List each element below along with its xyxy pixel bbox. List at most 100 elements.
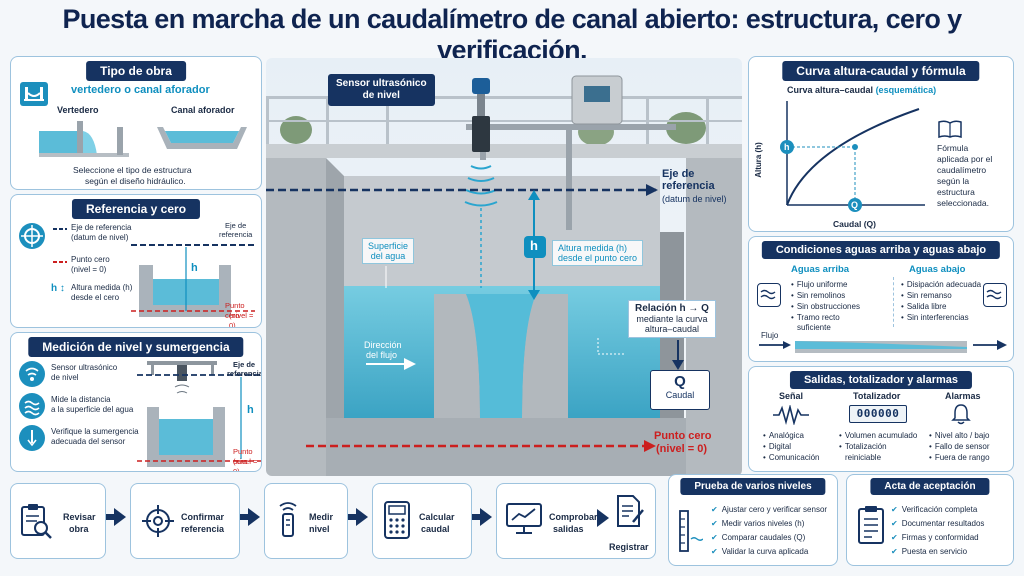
clipboard-search-icon <box>21 504 52 539</box>
alarm-1: Nivel alto / bajo <box>929 431 990 441</box>
step3-b: nivel <box>309 524 330 534</box>
acta-4: Puesta en servicio <box>891 547 967 557</box>
acta-2: Documentar resultados <box>891 519 984 529</box>
formula-6: seleccionada. <box>937 198 989 208</box>
acta-header: Acta de aceptación <box>870 478 990 495</box>
alarm-1-text: Nivel alto / bajo <box>929 431 990 440</box>
page-title: Puesta en marcha de un caudalímetro de c… <box>62 4 962 65</box>
step1-b: obra <box>69 524 89 534</box>
formula-1: Fórmula <box>937 143 969 153</box>
med-diag-eje-1: Eje de <box>233 360 256 369</box>
curva-panel: Curva altura-caudal y fórmula Curva altu… <box>748 56 1014 232</box>
curva-ylabel: Altura (h) <box>753 142 763 178</box>
medicion-diagram <box>137 361 261 467</box>
alarmas-label: Alarmas <box>945 391 981 401</box>
curva-q-marker: Q <box>851 200 859 210</box>
curva-h-marker: h <box>784 142 790 152</box>
h-badge-label: h <box>530 238 538 253</box>
eje-label-2: referencia <box>662 180 715 192</box>
step4-b: caudal <box>421 524 450 534</box>
abajo-1-text: Disipación adecuada <box>901 280 981 289</box>
med-diag-punto-1: Punto cero <box>233 447 253 466</box>
direccion-2: del flujo <box>366 350 398 360</box>
caudal-label: Caudal <box>665 390 695 400</box>
channel-scene <box>266 58 742 476</box>
senal-3: Comunicación <box>763 453 820 463</box>
ref-altura-1: Altura medida (h) <box>71 283 133 292</box>
crosshair-icon <box>142 505 174 537</box>
relacion-3: altura–caudal <box>644 324 699 334</box>
vertedero-illustration <box>39 121 129 157</box>
senal-2: Digital <box>763 442 791 452</box>
alarm-3: Fuera de rango <box>929 453 990 463</box>
med-item-1b: de nivel <box>51 373 79 382</box>
prueba-panel: Prueba de varios niveles Ajustar cero y … <box>668 474 838 566</box>
ref-altura-2: desde el cero <box>71 293 120 302</box>
salidas-panel: Salidas, totalizador y alarmas Señal Tot… <box>748 366 1014 472</box>
prueba-2-text: Medir varios niveles (h) <box>711 519 804 528</box>
submergence-icon <box>19 425 45 451</box>
abajo-2-text: Sin remanso <box>901 291 952 300</box>
ref-eje-2: (datum de nivel) <box>71 233 129 242</box>
step2-a: Confirmar <box>181 512 225 522</box>
arriba-2: Sin remolinos <box>791 291 845 301</box>
tot-1: Volumen acumulado <box>839 431 917 441</box>
med-item-3b: adecuada del sensor <box>51 437 126 446</box>
superficie-callout: Superficie del agua <box>362 238 415 264</box>
alarm-2-text: Fallo de sensor <box>929 442 990 451</box>
senal-3-text: Comunicación <box>763 453 820 462</box>
canal-illustration <box>157 127 247 149</box>
medicion-panel: Medición de nivel y sumergencia Sensor u… <box>10 332 262 472</box>
curva-header: Curva altura-caudal y fórmula <box>782 61 980 81</box>
abajo-4-text: Sin interferencias <box>901 313 969 322</box>
senal-label: Señal <box>779 391 804 401</box>
senal-1-text: Analógica <box>763 431 804 440</box>
aguas-arriba-label: Aguas arriba <box>791 264 850 275</box>
caudal-box: Q Caudal <box>650 370 710 410</box>
tot-2: Totalización <box>839 442 887 452</box>
step5-a: Comprobar <box>549 512 598 522</box>
step5-b: salidas <box>553 524 584 534</box>
center-illustration: Sensor ultrasónico de nivel Eje de refer… <box>266 58 742 476</box>
prueba-3-text: Comparar caudales (Q) <box>711 533 805 542</box>
relacion-1: Relación h → Q <box>635 303 709 314</box>
acta-1: Verificación completa <box>891 505 977 515</box>
punto-cero-1: Punto cero <box>654 430 712 442</box>
med-diag-punto-2: (nivel = 0) <box>233 457 258 472</box>
monitor-chart-icon <box>506 503 542 534</box>
step-revisar-obra: Revisar obra <box>10 483 106 559</box>
arriba-2-text: Sin remolinos <box>791 291 845 300</box>
acceptance-document-icon <box>858 506 884 544</box>
step-confirmar-referencia: Confirmar referencia <box>130 483 240 559</box>
acta-panel: Acta de aceptación Verificación completa… <box>846 474 1014 566</box>
formula-4: según la <box>937 176 970 186</box>
ruler-icon <box>679 510 703 552</box>
relacion-callout: Relación h → Q mediante la curva altura–… <box>628 300 716 338</box>
datum-line-icon <box>53 228 67 230</box>
caudal-q: Q <box>674 373 686 390</box>
arriba-4: Tramo recto <box>791 313 840 323</box>
ref-diag-eje-2: referencia <box>219 230 253 239</box>
acta-3: Firmas y conformidad <box>891 533 979 543</box>
bell-icon <box>951 404 971 425</box>
step-arrow-1 <box>106 508 126 526</box>
prueba-4-text: Validar la curva aplicada <box>711 547 808 556</box>
prueba-header: Prueba de varios niveles <box>680 478 826 495</box>
step4-a: Calcular <box>419 512 455 522</box>
prueba-1-text: Ajustar cero y verificar sensor <box>711 505 827 514</box>
step-arrow-4 <box>472 508 492 526</box>
step3-a: Medir <box>309 512 334 522</box>
sensor-callout: Sensor ultrasónico de nivel <box>328 74 435 106</box>
medicion-header: Medición de nivel y sumergencia <box>28 337 244 357</box>
prueba-2: Medir varios niveles (h) <box>711 519 804 529</box>
acta-2-text: Documentar resultados <box>891 519 984 528</box>
tipo-note-2: según el diseño hidráulico. <box>85 176 186 186</box>
totalizer-digits: 000000 <box>856 407 900 420</box>
alarm-3-text: Fuera de rango <box>929 453 990 462</box>
level-sensor-icon <box>279 502 297 537</box>
step-arrow-5 <box>597 509 609 527</box>
water-waves-icon <box>19 393 45 419</box>
condiciones-panel: Condiciones aguas arriba y aguas abajo A… <box>748 236 1014 362</box>
tot-1-text: Volumen acumulado <box>839 431 917 440</box>
med-diag-eje-2: referencia <box>227 369 262 378</box>
